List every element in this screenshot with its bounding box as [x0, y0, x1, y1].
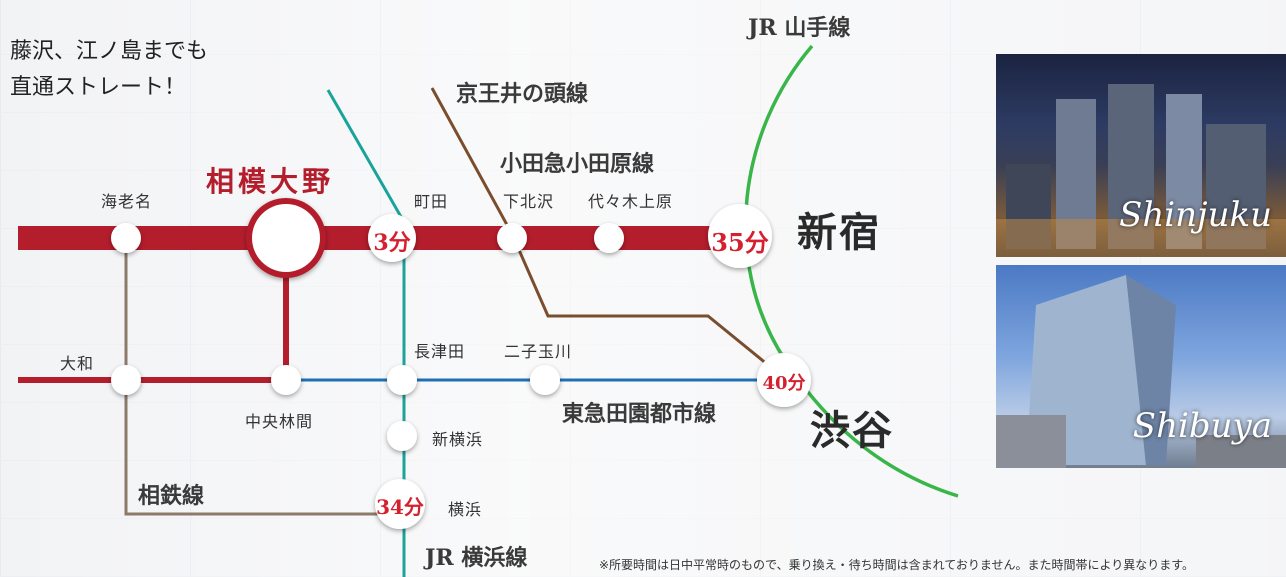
station-yokohama-marker — [375, 479, 425, 529]
station-machida-marker — [368, 214, 416, 262]
station-ebina-marker — [111, 223, 141, 253]
shinjuku-photo-caption: Shinjuku — [1119, 195, 1272, 235]
station-sagami-ono: 相模大野 — [206, 165, 335, 198]
line-label-odakyu: 小田急小田原線 — [500, 151, 655, 177]
shibuya-photo-caption: Shibuya — [1132, 406, 1272, 446]
station-futako-tamagawa-marker — [530, 365, 560, 395]
shibuya-photo: Shibuya — [996, 265, 1286, 468]
station-chuo-rinkan-marker — [271, 365, 301, 395]
sotetsu-line — [124, 238, 400, 516]
station-shimokitazawa: 下北沢 — [503, 192, 555, 211]
station-nagatsuta-marker — [387, 365, 417, 395]
shinjuku-photo: Shinjuku — [996, 54, 1286, 257]
station-shinjuku: 新宿 — [797, 209, 881, 256]
station-shibuya-marker — [757, 353, 811, 407]
keio-inokashira-line — [430, 87, 785, 380]
station-chuo-rinkan: 中央林間 — [245, 412, 314, 431]
station-futako-tamagawa: 二子玉川 — [504, 342, 573, 361]
line-label-sotetsu: 相鉄線 — [138, 483, 205, 509]
station-yamato: 大和 — [60, 354, 95, 373]
station-yoyogi-uehara: 代々木上原 — [588, 192, 674, 211]
time-shinjuku: 35分 — [711, 228, 769, 257]
intro-line2: 直通ストレート！ — [10, 75, 187, 100]
time-shibuya: 40分 — [762, 373, 806, 394]
station-shin-yokohama-marker — [387, 421, 417, 451]
station-yamato-marker — [111, 365, 141, 395]
odakyu-enoshima-line — [18, 238, 289, 383]
station-shin-yokohama: 新横浜 — [432, 430, 484, 449]
station-ebina: 海老名 — [101, 192, 153, 211]
intro-text: 藤沢、江ノ島までも 直通ストレート！ — [10, 34, 208, 106]
station-nagatsuta: 長津田 — [414, 342, 466, 361]
station-yoyogi-uehara-marker — [594, 223, 624, 253]
line-label-denentoshi: 東急田園都市線 — [562, 401, 717, 427]
station-shibuya: 渋谷 — [810, 407, 894, 454]
station-shinjuku-marker — [708, 204, 772, 268]
time-yokohama: 34分 — [376, 495, 424, 519]
line-label-yamanote: JR 山手線 — [748, 15, 851, 41]
footnote: ※所要時間は日中平常時のもので、乗り換え・待ち時間は含まれておりません。また時間… — [599, 558, 1195, 572]
station-yokohama: 横浜 — [448, 500, 483, 519]
yamanote-line — [743, 44, 959, 498]
intro-line1: 藤沢、江ノ島までも — [10, 39, 209, 64]
line-label-yokohama: JR 横浜線 — [425, 545, 528, 571]
line-label-keio-inokashira: 京王井の頭線 — [456, 81, 589, 107]
station-machida: 町田 — [414, 192, 449, 211]
station-shimokitazawa-marker — [497, 223, 527, 253]
time-machida: 3分 — [373, 230, 411, 256]
